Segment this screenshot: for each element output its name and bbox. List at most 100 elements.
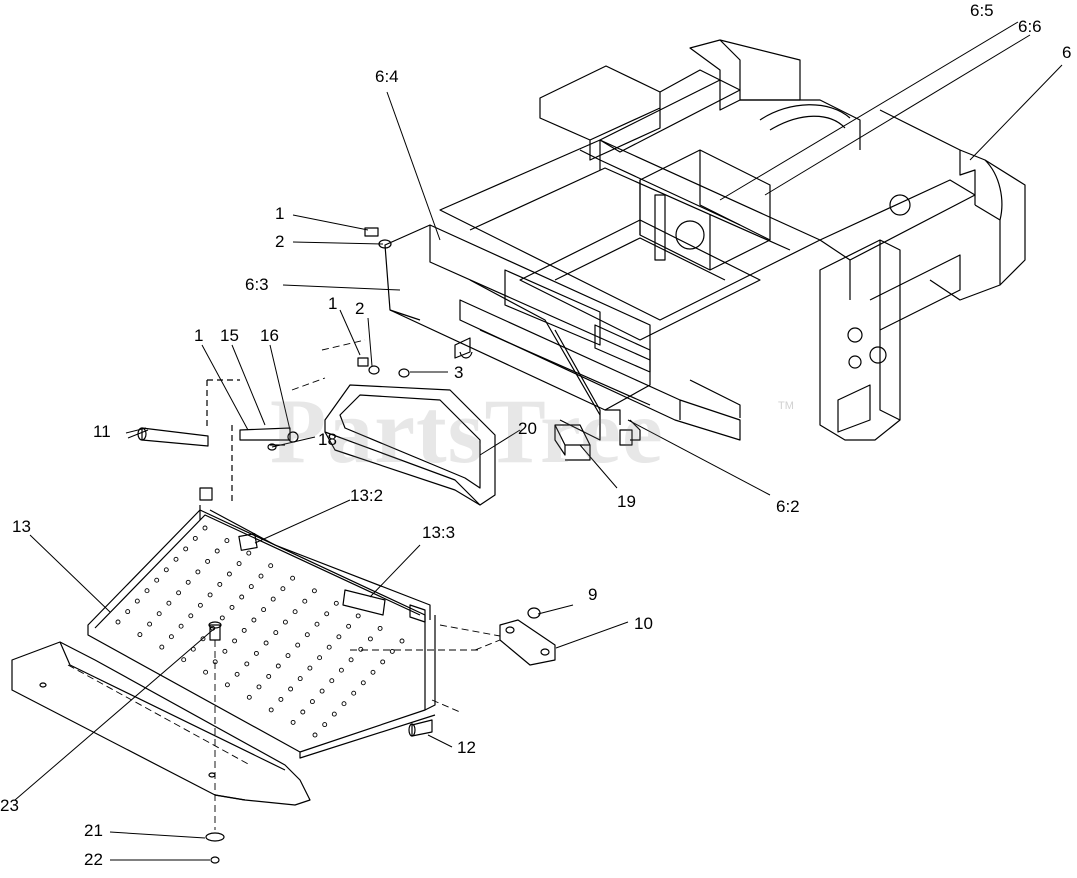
callout-12: 12 [457,738,476,757]
callout-11: 11 [93,422,111,441]
perforation-hole [285,653,291,659]
perforation-hole [168,634,174,640]
perforation-hole [302,598,308,604]
perforation-hole [331,711,337,717]
perforation-hole [341,701,347,707]
perforation-hole [351,690,357,696]
callout-1-left: 1 [194,326,204,345]
perforation-hole [360,680,366,686]
perforation-hole [226,571,232,577]
perforation-hole [234,671,240,677]
perforation-hole [200,636,206,642]
perforation-hole [295,642,301,648]
perforation-hole [288,686,294,692]
perforation-hole [297,676,303,682]
callout-21: 21 [84,821,103,840]
perforation-hole [311,588,317,594]
perforation-hole [232,638,238,644]
perforation-hole [181,657,187,663]
perforation-hole [389,648,395,654]
perforation-hole [192,535,198,541]
perforation-hole [246,694,252,700]
watermark-trademark: TM [778,400,794,412]
perforation-hole [380,659,386,665]
perforation-hole [290,719,296,725]
perforation-hole [338,667,344,673]
perforation-hole [275,663,281,669]
perforation-hole [290,575,296,581]
callout-2-top: 2 [275,232,285,251]
perforation-hole [251,617,257,623]
perforation-hole [246,550,252,556]
perforation-hole [195,569,201,575]
perforation-hole [188,613,194,619]
perforation-hole [224,538,230,544]
perforation-holes [115,525,405,738]
perforation-hole [346,623,352,629]
perforation-hole [304,632,310,638]
front-panel-part-20 [324,384,496,506]
perforation-hole [154,577,160,583]
perforation-hole [203,669,209,675]
perforation-hole [280,586,286,592]
perforation-hole [219,615,225,621]
callout-6-4: 6:4 [375,67,399,86]
perforation-hole [183,546,189,552]
perforation-hole [329,678,335,684]
perforation-hole [399,638,405,644]
perforation-hole [176,590,182,596]
perforation-hole [300,709,306,715]
perforation-hole [229,604,235,610]
perforation-hole [377,625,383,631]
perforation-hole [324,611,330,617]
floor-plate-part-13 [87,505,436,759]
perforation-hole [222,648,228,654]
callout-6: 6 [1062,43,1072,62]
perforation-hole [336,634,342,640]
callout-6-6: 6:6 [1018,17,1042,36]
perforation-hole [263,640,269,646]
perforation-hole [266,673,272,679]
callout-6-2: 6:2 [776,497,800,516]
perforation-hole [224,682,230,688]
perforation-hole [178,623,184,629]
perforation-hole [312,732,318,738]
perforation-hole [278,696,284,702]
perforation-hole [282,619,288,625]
alignment-lines [67,339,501,830]
perforation-hole [370,669,376,675]
perforation-hole [173,556,179,562]
perforation-hole [248,584,254,590]
callout-19: 19 [617,492,636,511]
callout-20: 20 [518,419,537,438]
callout-15: 15 [220,326,239,345]
callout-6-3: 6:3 [245,275,269,294]
perforation-hole [270,596,276,602]
perforation-hole [358,646,364,652]
perforation-hole [156,611,162,617]
perforation-hole [253,650,259,656]
bolt-23-assembly [205,621,225,864]
perforation-hole [317,655,323,661]
perforation-hole [159,644,165,650]
perforation-hole [333,600,339,606]
perforation-hole [322,722,328,728]
perforation-hole [273,630,279,636]
leader-lines [14,21,1063,861]
callout-13-2: 13:2 [350,486,384,505]
perforation-hole [355,613,361,619]
callout-13: 13 [12,517,31,536]
perforation-hole [166,600,172,606]
perforation-hole [256,684,262,690]
perforation-hole [147,621,153,627]
perforation-hole [144,588,150,594]
perforation-hole [207,592,213,598]
callout-22: 22 [84,850,103,869]
perforation-hole [185,579,191,585]
perforation-hole [241,627,247,633]
perforation-hole [348,657,354,663]
perforation-hole [214,548,220,554]
perforation-hole [261,607,267,613]
